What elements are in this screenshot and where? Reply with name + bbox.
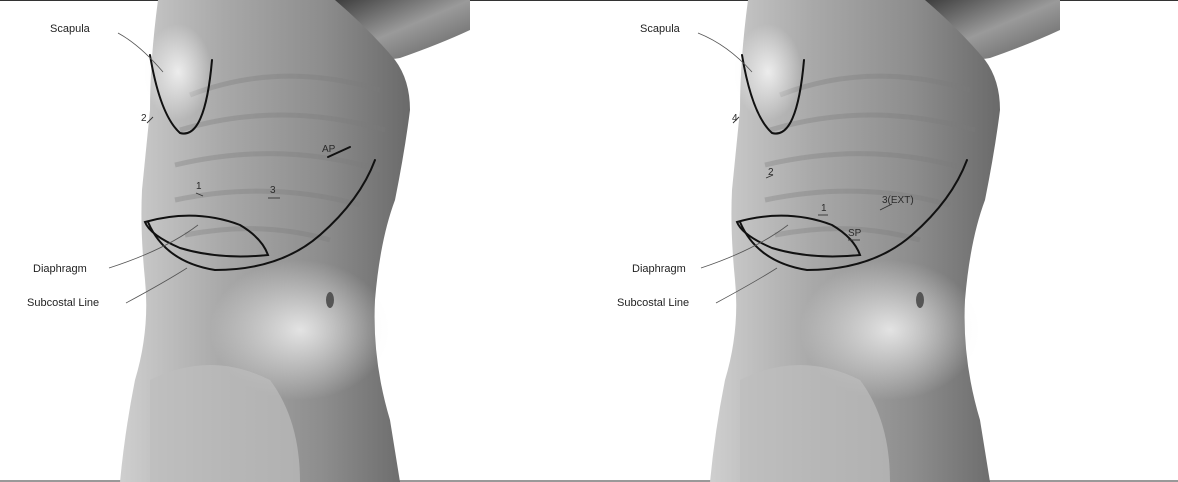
left-panel: Scapula Diaphragm Subcostal Line 2 1 3 A…: [27, 0, 470, 482]
left-port-1-label: 1: [196, 181, 202, 192]
left-port-ap-label: AP: [322, 144, 336, 155]
left-diaphragm-label: Diaphragm: [33, 263, 87, 275]
left-port-2-label: 2: [141, 113, 147, 124]
right-port-sp-label: SP: [848, 228, 862, 239]
right-port-2-label: 2: [768, 167, 774, 178]
left-subcostal-label: Subcostal Line: [27, 297, 99, 309]
right-diaphragm-label: Diaphragm: [632, 263, 686, 275]
right-subcostal-label: Subcostal Line: [617, 297, 689, 309]
left-port-3-label: 3: [270, 185, 276, 196]
left-scapula-label: Scapula: [50, 23, 91, 35]
right-port-1-label: 1: [821, 203, 827, 214]
right-panel: Scapula Diaphragm Subcostal Line 4 2 1 3…: [617, 0, 1060, 482]
left-navel: [326, 292, 334, 308]
right-port-3ext-label: 3(EXT): [882, 195, 914, 206]
right-scapula-label: Scapula: [640, 23, 681, 35]
right-port-4-label: 4: [732, 113, 738, 124]
right-navel: [916, 292, 924, 308]
